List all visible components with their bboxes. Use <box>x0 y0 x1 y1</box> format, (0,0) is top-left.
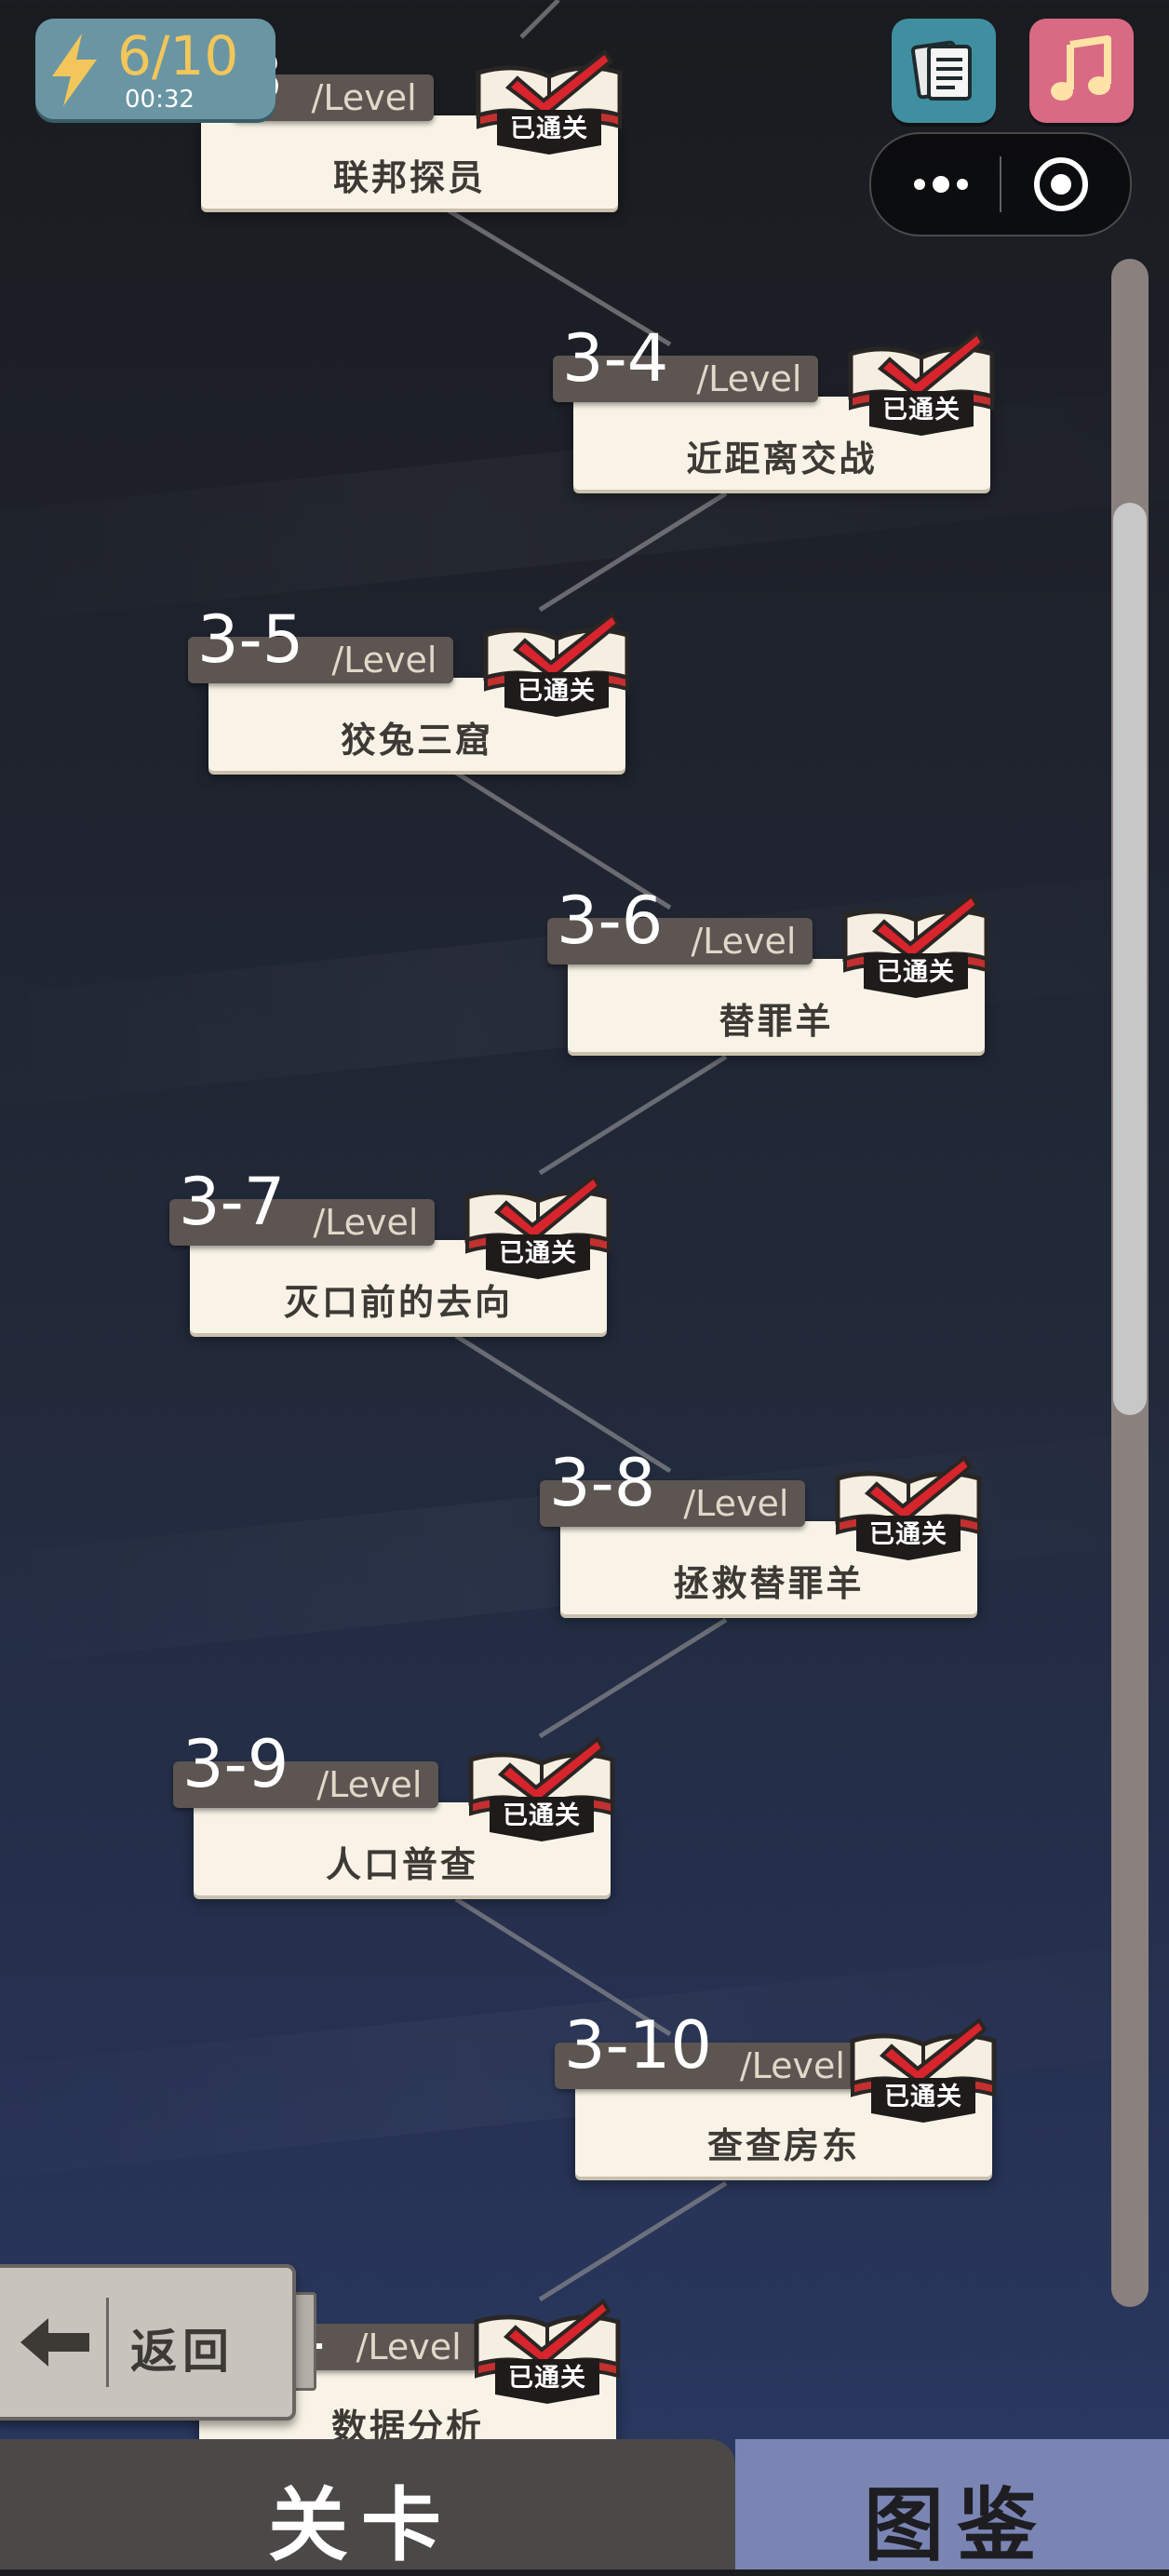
level-number-tag: 3-5 /Level <box>188 607 454 683</box>
level-number: 3-7 <box>179 1164 286 1240</box>
level-name: 替罪羊 <box>719 1001 834 1042</box>
cleared-label: 已通关 <box>877 958 955 987</box>
tab-levels-label: 关卡 <box>268 2479 454 2572</box>
stamina-count: 6/10 <box>117 24 239 88</box>
cleared-label: 已通关 <box>499 1239 577 1268</box>
cleared-badge: 已通关 <box>467 2298 627 2409</box>
level-suffix: /Level <box>331 640 437 681</box>
bottom-tab-bar: 关卡 图鉴 <box>0 2439 1169 2572</box>
level-suffix: /Level <box>316 1764 423 1805</box>
level-card-3-5[interactable]: 3-5 /Level 狡兔三窟 已通关 <box>188 607 630 771</box>
cleared-badge: 已通关 <box>477 611 637 722</box>
cleared-badge: 已通关 <box>828 1454 988 1566</box>
arrow-left-icon <box>20 2318 89 2367</box>
music-note-icon <box>1051 35 1111 101</box>
level-suffix: /Level <box>739 2045 845 2086</box>
book-check-icon <box>474 2299 621 2404</box>
book-check-icon <box>842 893 989 998</box>
cleared-label: 已通关 <box>508 2364 586 2393</box>
level-name: 人口普查 <box>325 1844 478 1885</box>
level-number: 3-6 <box>557 883 664 959</box>
level-name: 查查房东 <box>706 2125 860 2166</box>
level-card-3-8[interactable]: 3-8 /Level 拯救替罪羊 已通关 <box>540 1450 982 1614</box>
level-suffix: /Level <box>696 358 802 399</box>
book-check-icon <box>835 1455 982 1560</box>
back-button[interactable]: 返回 <box>0 2264 296 2421</box>
tab-atlas-label: 图鉴 <box>864 2479 1050 2572</box>
level-name: 联邦探员 <box>332 157 486 198</box>
book-check-icon <box>476 49 623 155</box>
level-suffix: /Level <box>313 1202 419 1243</box>
cleared-badge: 已通关 <box>841 330 1001 441</box>
book-check-icon <box>848 330 995 436</box>
level-suffix: /Level <box>311 77 417 118</box>
level-number: 3-5 <box>197 601 304 678</box>
cleared-label: 已通关 <box>503 1801 581 1830</box>
back-divider <box>106 2298 109 2387</box>
book-check-icon <box>850 2017 997 2123</box>
level-number: 3-4 <box>562 320 669 397</box>
tab-atlas[interactable]: 图鉴 <box>735 2439 1169 2572</box>
level-number: 3-8 <box>549 1445 656 1521</box>
level-card-3-7[interactable]: 3-7 /Level 灭口前的去向 已通关 <box>169 1169 611 1333</box>
cleared-badge: 已通关 <box>469 48 629 160</box>
book-check-icon <box>468 1736 615 1841</box>
level-card-3-10[interactable]: 3-10 /Level 查查房东 已通关 <box>555 2013 997 2177</box>
level-number-tag: 3-6 /Level <box>547 888 813 964</box>
stamina-display[interactable]: 6/10 00:32 <box>35 19 275 119</box>
level-card-3-9[interactable]: 3-9 /Level 人口普查 已通关 <box>173 1732 615 1895</box>
cleared-label: 已通关 <box>510 115 588 143</box>
level-number-tag: 3-10 /Level <box>555 2013 862 2089</box>
cleared-label: 已通关 <box>884 2083 962 2111</box>
level-number-tag: 3-9 /Level <box>173 1732 439 1808</box>
lightning-icon <box>52 34 97 106</box>
level-number: 3-10 <box>564 2007 712 2084</box>
music-button[interactable] <box>1029 19 1134 123</box>
cleared-label: 已通关 <box>517 677 596 706</box>
level-number-tag: 3-4 /Level <box>553 326 819 402</box>
stamina-timer: 00:32 <box>125 86 195 114</box>
level-name: 拯救替罪羊 <box>673 1563 865 1604</box>
tab-levels[interactable]: 关卡 <box>0 2439 735 2572</box>
level-name: 狡兔三窟 <box>340 720 493 761</box>
cleared-badge: 已通关 <box>458 1173 618 1285</box>
level-suffix: /Level <box>691 921 797 962</box>
book-check-icon <box>464 1174 611 1279</box>
level-number-tag: 3-7 /Level <box>169 1169 436 1246</box>
miniprogram-capsule <box>869 132 1132 236</box>
level-card-3-4[interactable]: 3-4 /Level 近距离交战 已通关 <box>553 326 995 490</box>
level-name: 灭口前的去向 <box>283 1282 513 1323</box>
capsule-divider <box>1000 156 1001 212</box>
back-label: 返回 <box>130 2325 235 2379</box>
level-suffix: /Level <box>356 2326 462 2367</box>
cleared-label: 已通关 <box>882 396 961 425</box>
target-icon[interactable] <box>1031 155 1091 214</box>
book-check-icon <box>483 612 630 717</box>
documents-button[interactable] <box>892 19 996 123</box>
level-card-3-6[interactable]: 3-6 /Level 替罪羊 已通关 <box>547 888 989 1052</box>
level-card-3-3[interactable]: 3 /Level 联邦探员 已通关 <box>201 45 623 209</box>
documents-icon <box>910 40 972 101</box>
scrollbar-thumb[interactable] <box>1113 503 1147 1415</box>
level-name: 近距离交战 <box>686 438 878 479</box>
level-number: 3-9 <box>182 1726 289 1802</box>
more-dots-icon[interactable] <box>908 168 974 201</box>
cleared-label: 已通关 <box>869 1520 947 1549</box>
cleared-badge: 已通关 <box>843 2016 1003 2128</box>
cleared-badge: 已通关 <box>836 892 996 1004</box>
level-suffix: /Level <box>683 1483 789 1524</box>
cleared-badge: 已通关 <box>462 1735 622 1847</box>
level-number-tag: 3-8 /Level <box>540 1450 806 1527</box>
